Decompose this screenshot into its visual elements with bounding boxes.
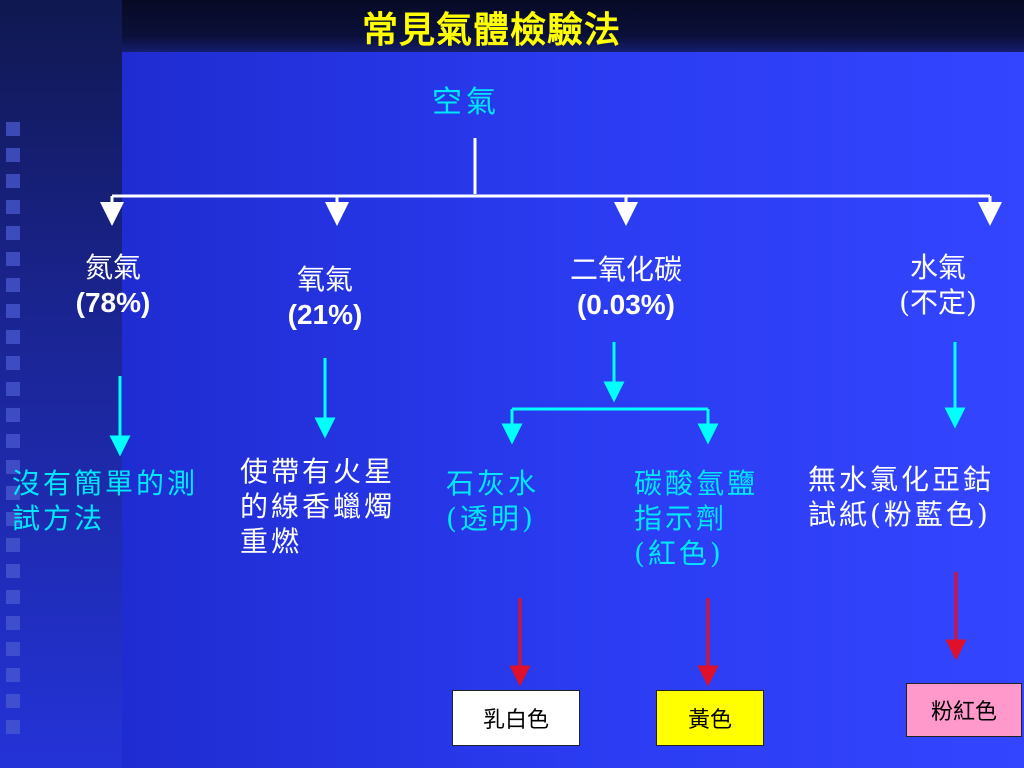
decorative-square bbox=[6, 434, 20, 448]
top-banner-background bbox=[122, 0, 1024, 52]
decorative-square bbox=[6, 382, 20, 396]
page-title: 常見氣體檢驗法 bbox=[362, 9, 622, 51]
decorative-square bbox=[6, 538, 20, 552]
gas-oxygen: 氧氣 (21%) bbox=[266, 262, 384, 332]
result-water: 粉紅色 bbox=[906, 683, 1022, 737]
test-co2-indicator: 碳酸氫鹽指示劑(紅色) bbox=[634, 467, 759, 570]
gas-oxygen-name: 氧氣 bbox=[296, 263, 353, 296]
gas-water-name: 水氣 bbox=[909, 251, 966, 284]
decorative-square bbox=[6, 148, 20, 162]
decorative-square bbox=[6, 356, 20, 370]
decorative-square bbox=[6, 668, 20, 682]
decorative-square bbox=[6, 564, 20, 578]
gas-nitrogen-amount: (78%) bbox=[75, 287, 151, 318]
decorative-square bbox=[6, 486, 20, 500]
test-water: 無水氯化亞鈷試紙(粉藍色) bbox=[808, 463, 995, 531]
result-indicator: 黃色 bbox=[656, 690, 764, 746]
root-node-air: 空氣 bbox=[432, 85, 500, 120]
decorative-square bbox=[6, 278, 20, 292]
decorative-square bbox=[6, 694, 20, 708]
gas-co2-amount: (0.03%) bbox=[576, 289, 676, 320]
decorative-square bbox=[6, 200, 20, 214]
gas-nitrogen: 氮氣 (78%) bbox=[56, 250, 170, 320]
test-co2-limewater: 石灰水(透明) bbox=[446, 467, 540, 535]
gas-water-amount: (不定) bbox=[899, 286, 977, 319]
decorative-square bbox=[6, 590, 20, 604]
decorative-square bbox=[6, 512, 20, 526]
result-limewater: 乳白色 bbox=[452, 690, 580, 746]
decorative-square bbox=[6, 460, 20, 474]
decorative-square bbox=[6, 252, 20, 266]
decorative-square bbox=[6, 226, 20, 240]
gas-co2-name: 二氧化碳 bbox=[569, 253, 682, 286]
test-oxygen: 使帶有火星的線香蠟燭重燃 bbox=[240, 455, 396, 558]
decorative-square bbox=[6, 330, 20, 344]
decorative-square bbox=[6, 408, 20, 422]
decorative-square bbox=[6, 174, 20, 188]
test-nitrogen: 沒有簡單的測試方法 bbox=[12, 467, 199, 535]
decorative-square bbox=[6, 642, 20, 656]
gas-water: 水氣 (不定) bbox=[880, 250, 996, 320]
decorative-square bbox=[6, 616, 20, 630]
left-sidebar-background bbox=[0, 0, 122, 768]
decorative-square bbox=[6, 122, 20, 136]
decorative-square bbox=[6, 304, 20, 318]
gas-oxygen-amount: (21%) bbox=[287, 299, 363, 330]
decorative-square bbox=[6, 720, 20, 734]
gas-co2: 二氧化碳 (0.03%) bbox=[542, 252, 710, 322]
gas-nitrogen-name: 氮氣 bbox=[84, 251, 141, 284]
